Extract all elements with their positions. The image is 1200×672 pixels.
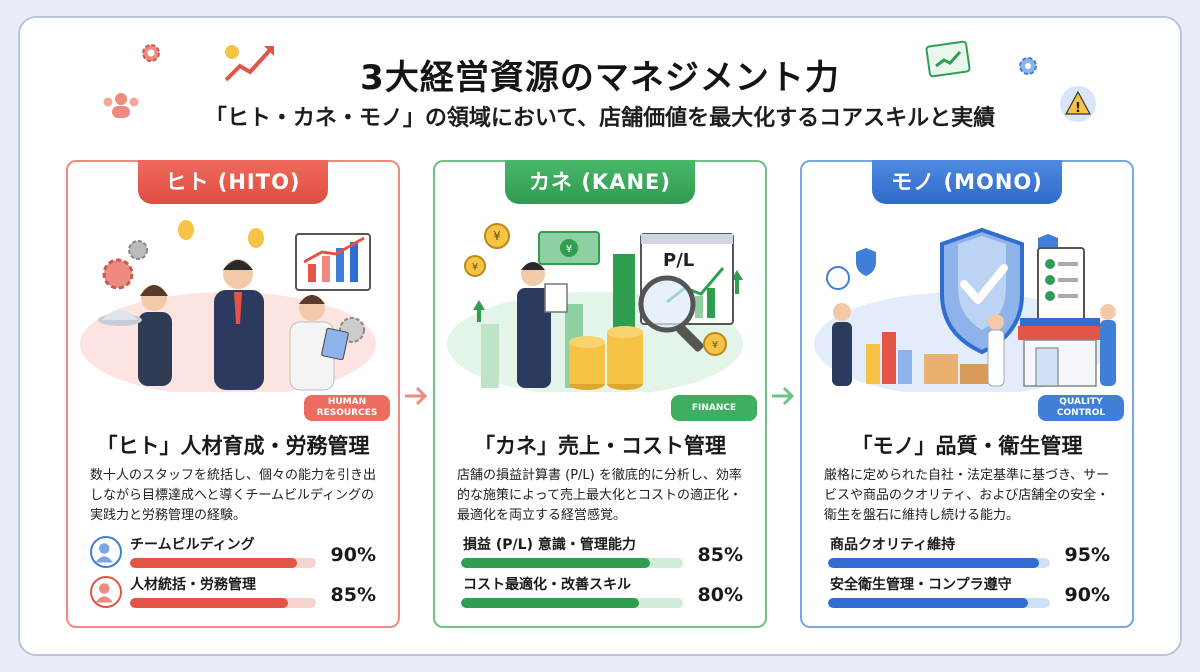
skill-percent: 85% (330, 584, 376, 606)
skill-bar (130, 598, 316, 608)
svg-text:¥: ¥ (712, 340, 718, 351)
skill-bar-fill (130, 558, 298, 568)
page-subtitle: 「ヒト・カネ・モノ」の領域において、店舗価値を最大化するコアスキルと実績 (204, 106, 996, 131)
tag-kane-line1: FINANCE (691, 402, 737, 413)
tag-hito-line1: HUMAN (327, 397, 367, 407)
svg-text:!: ! (1075, 101, 1081, 116)
skill-bar-fill (461, 598, 639, 608)
skill-bar (130, 558, 316, 568)
card-title-hito: 「ヒト」人材育成・労務管理 (96, 434, 370, 458)
document-chart-icon (925, 40, 971, 78)
arrow-right-icon (772, 386, 795, 406)
rising-chart-icon (224, 45, 274, 82)
people-icon (103, 93, 139, 118)
pl-label: P/L (663, 250, 694, 271)
tag-hito-line2: RESOURCES (316, 408, 378, 418)
svg-text:¥: ¥ (472, 262, 478, 273)
skill-bar (828, 598, 1050, 608)
gear-icon (1019, 57, 1037, 75)
warning-icon: ! (1060, 86, 1096, 122)
skill-label: チームビルディング (130, 537, 255, 553)
page-title: 3大経営資源のマネジメント力 (360, 58, 840, 98)
tag-mono-line2: CONTROL (1056, 408, 1106, 418)
tag-mono-line1: QUALITY (1059, 397, 1103, 407)
gear-icon (142, 44, 160, 62)
skill-bar (461, 558, 683, 568)
card-desc-mono: 厳格に定められた自社・法定基準に基づき、サービスや商品のクオリティ、および店舗全… (824, 468, 1110, 523)
ribbon-hito: ヒト (HITO) (138, 160, 328, 204)
skill-bar (461, 598, 683, 608)
card-title-mono: 「モノ」品質・衛生管理 (851, 434, 1083, 458)
skill-row: 商品クオリティ維持 95% (824, 534, 1116, 574)
skill-bar-fill (130, 598, 289, 608)
finance-illustration: ¥ ¥ ¥ P/L ¥ (447, 223, 743, 392)
person-avatar-icon (90, 536, 122, 568)
skill-row: 安全衛生管理・コンプラ遵守 90% (824, 574, 1116, 614)
skill-label: 商品クオリティ維持 (830, 537, 956, 553)
card-desc-hito: 数十人のスタッフを統括し、個々の能力を引き出しながら目標達成へと導くチームビルデ… (90, 468, 377, 523)
arrow-right-icon (405, 386, 428, 406)
quality-illustration (814, 227, 1116, 392)
ribbon-mono: モノ (MONO) (872, 160, 1062, 204)
skill-row: チームビルディング 90% (90, 534, 382, 574)
person-avatar-icon (90, 576, 122, 608)
ribbon-kane: カネ (KANE) (505, 160, 695, 204)
skill-bar-fill (828, 598, 1028, 608)
skill-row: コスト最適化・改善スキル 80% (457, 574, 749, 614)
skill-bar-fill (461, 558, 650, 568)
skill-percent: 90% (1064, 584, 1110, 606)
svg-text:¥: ¥ (566, 244, 572, 255)
skill-percent: 90% (330, 544, 376, 566)
skill-percent: 80% (697, 584, 743, 606)
skill-bar-fill (828, 558, 1039, 568)
card-desc-kane: 店舗の損益計算書 (P/L) を徹底的に分析し、効率的な施策によって売上最大化と… (457, 468, 742, 523)
card-title-kane: 「カネ」売上・コスト管理 (474, 434, 726, 458)
skill-row: 損益 (P/L) 意識・管理能力 85% (457, 534, 749, 574)
skill-label: コスト最適化・改善スキル (463, 577, 631, 593)
skill-percent: 95% (1064, 544, 1110, 566)
tag-kane: FINANCE (671, 395, 757, 421)
skill-row: 人材統括・労務管理 85% (90, 574, 382, 614)
skill-label: 損益 (P/L) 意識・管理能力 (463, 537, 636, 553)
team-illustration (80, 220, 376, 392)
skill-percent: 85% (697, 544, 743, 566)
skill-label: 安全衛生管理・コンプラ遵守 (830, 577, 1012, 593)
skill-bar (828, 558, 1050, 568)
svg-text:¥: ¥ (493, 229, 501, 243)
skill-label: 人材統括・労務管理 (130, 577, 256, 593)
card-kane: カネ (KANE) ¥ ¥ ¥ P/L ¥ FINANCE 「カネ」売上・コスト… (433, 160, 767, 628)
